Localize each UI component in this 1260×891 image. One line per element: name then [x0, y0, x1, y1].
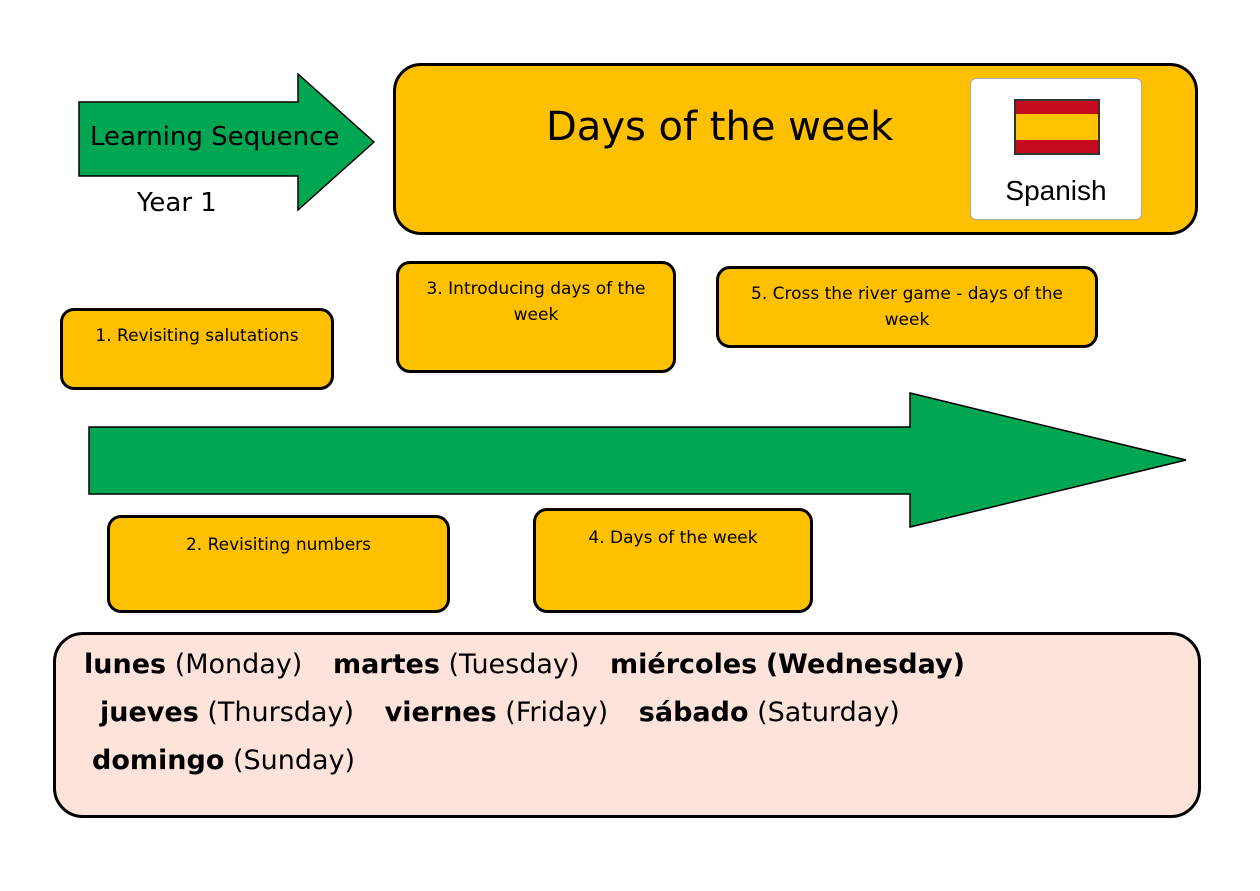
vocab-es-miercoles: miércoles: [610, 649, 758, 680]
header-arrow-shape: [78, 73, 376, 212]
step-label-3: 3. Introducing days of the week: [426, 279, 646, 326]
spain-flag-icon: [1014, 99, 1100, 155]
learning-sequence-arrow: [78, 73, 376, 212]
vocab-line-1: lunes (Monday) martes (Tuesday) miércole…: [84, 649, 965, 680]
vocab-en-saturday: (Saturday): [757, 697, 900, 728]
vocab-en-friday: (Friday): [505, 697, 609, 728]
vocab-es-jueves: jueves: [100, 697, 199, 728]
page-title: Days of the week: [546, 104, 894, 150]
vocab-en-monday: (Monday): [174, 649, 303, 680]
sequence-arrow-shape: [88, 392, 1187, 528]
step-label-4: 4. Days of the week: [588, 528, 758, 548]
step-label-1: 1. Revisiting salutations: [95, 326, 299, 346]
vocab-line-2: jueves (Thursday) viernes (Friday) sábad…: [100, 697, 900, 728]
vocab-es-viernes: viernes: [384, 697, 497, 728]
step-box-2: 2. Revisiting numbers: [107, 515, 450, 613]
language-card: Spanish: [970, 78, 1142, 220]
sequence-arrow: [88, 392, 1187, 528]
flag-stripe-middle: [1016, 114, 1098, 140]
flag-stripe-top: [1016, 101, 1098, 114]
step-label-5: 5. Cross the river game - days of the we…: [751, 284, 1063, 331]
step-box-4: 4. Days of the week: [533, 508, 813, 613]
step-box-1: 1. Revisiting salutations: [60, 308, 334, 390]
vocabulary-panel: lunes (Monday) martes (Tuesday) miércole…: [53, 632, 1201, 818]
vocab-es-martes: martes: [332, 649, 440, 680]
step-box-3: 3. Introducing days of the week: [396, 261, 676, 373]
step-box-5: 5. Cross the river game - days of the we…: [716, 266, 1098, 348]
vocab-en-tuesday: (Tuesday): [448, 649, 580, 680]
vocab-es-sabado: sábado: [638, 697, 749, 728]
learning-sequence-label: Learning Sequence: [90, 122, 340, 152]
vocab-es-lunes: lunes: [84, 649, 167, 680]
year-label: Year 1: [137, 188, 217, 218]
vocab-en-wednesday: (Wednesday): [765, 649, 965, 680]
vocab-en-sunday: (Sunday): [232, 745, 356, 776]
flag-stripe-bottom: [1016, 140, 1098, 153]
language-label: Spanish: [1005, 175, 1107, 206]
vocab-en-thursday: (Thursday): [207, 697, 354, 728]
vocab-line-3: domingo (Sunday): [92, 745, 355, 776]
vocab-es-domingo: domingo: [92, 745, 225, 776]
step-label-2: 2. Revisiting numbers: [185, 535, 372, 555]
